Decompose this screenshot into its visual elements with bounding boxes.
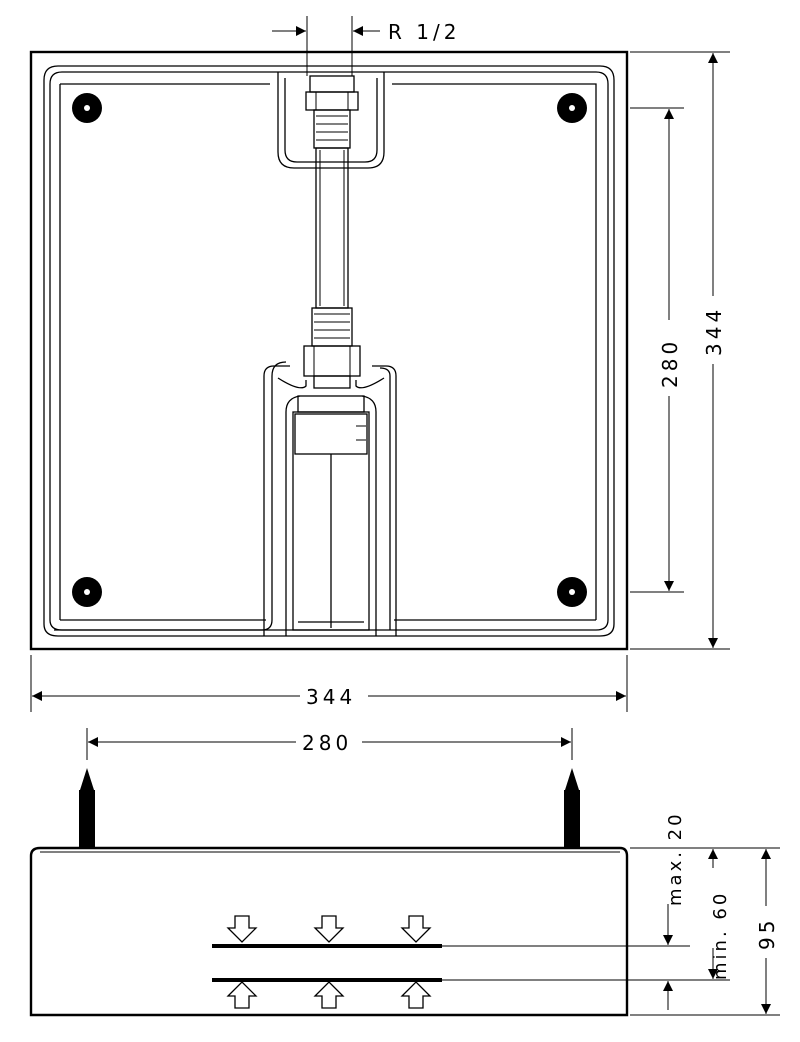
max-dimension: max. 20 [663,811,686,1010]
plate-rim [43,65,615,637]
lower-fitting [303,307,361,389]
bolt-spacing-label: 280 [302,731,352,755]
bolt-spacing-vertical: 280 [630,107,684,593]
upper-fitting [305,75,359,149]
mounting-hole-bottom-left [72,577,102,607]
width-dimension: 344 [30,655,628,712]
mounting-hole-top-left [72,93,102,123]
bolt-spacing-vertical-label: 280 [658,338,682,388]
inlet-pocket [277,72,385,169]
press-arrow-down-icon [226,915,432,943]
side-view: 280 [29,728,780,1017]
connection-dimension: R 1/2 [272,16,460,76]
max-label: max. 20 [665,811,686,906]
mounting-hole-top-right [557,93,587,123]
min-label: min. 60 [710,891,731,980]
min-dimension: min. 60 [708,849,731,980]
threaded-bolt-left [79,768,95,848]
press-arrow-up-icon [226,981,432,1009]
supply-pipe [315,147,349,309]
width-label: 344 [306,685,356,709]
mixer-channel [54,361,287,631]
connection-label: R 1/2 [388,20,460,44]
plate-outline [29,50,629,651]
height-dimension: 344 [630,51,730,650]
bolt-spacing-dimension: 280 [86,728,573,760]
height-label: 344 [702,306,726,356]
depth-label: 95 [755,917,779,950]
depth-dimension: 95 [755,849,779,1014]
mounting-hole-bottom-right [557,577,587,607]
top-view: R 1/2 344 344 280 [29,16,730,712]
threaded-bolt-right [564,768,580,848]
box-body [29,846,629,1017]
